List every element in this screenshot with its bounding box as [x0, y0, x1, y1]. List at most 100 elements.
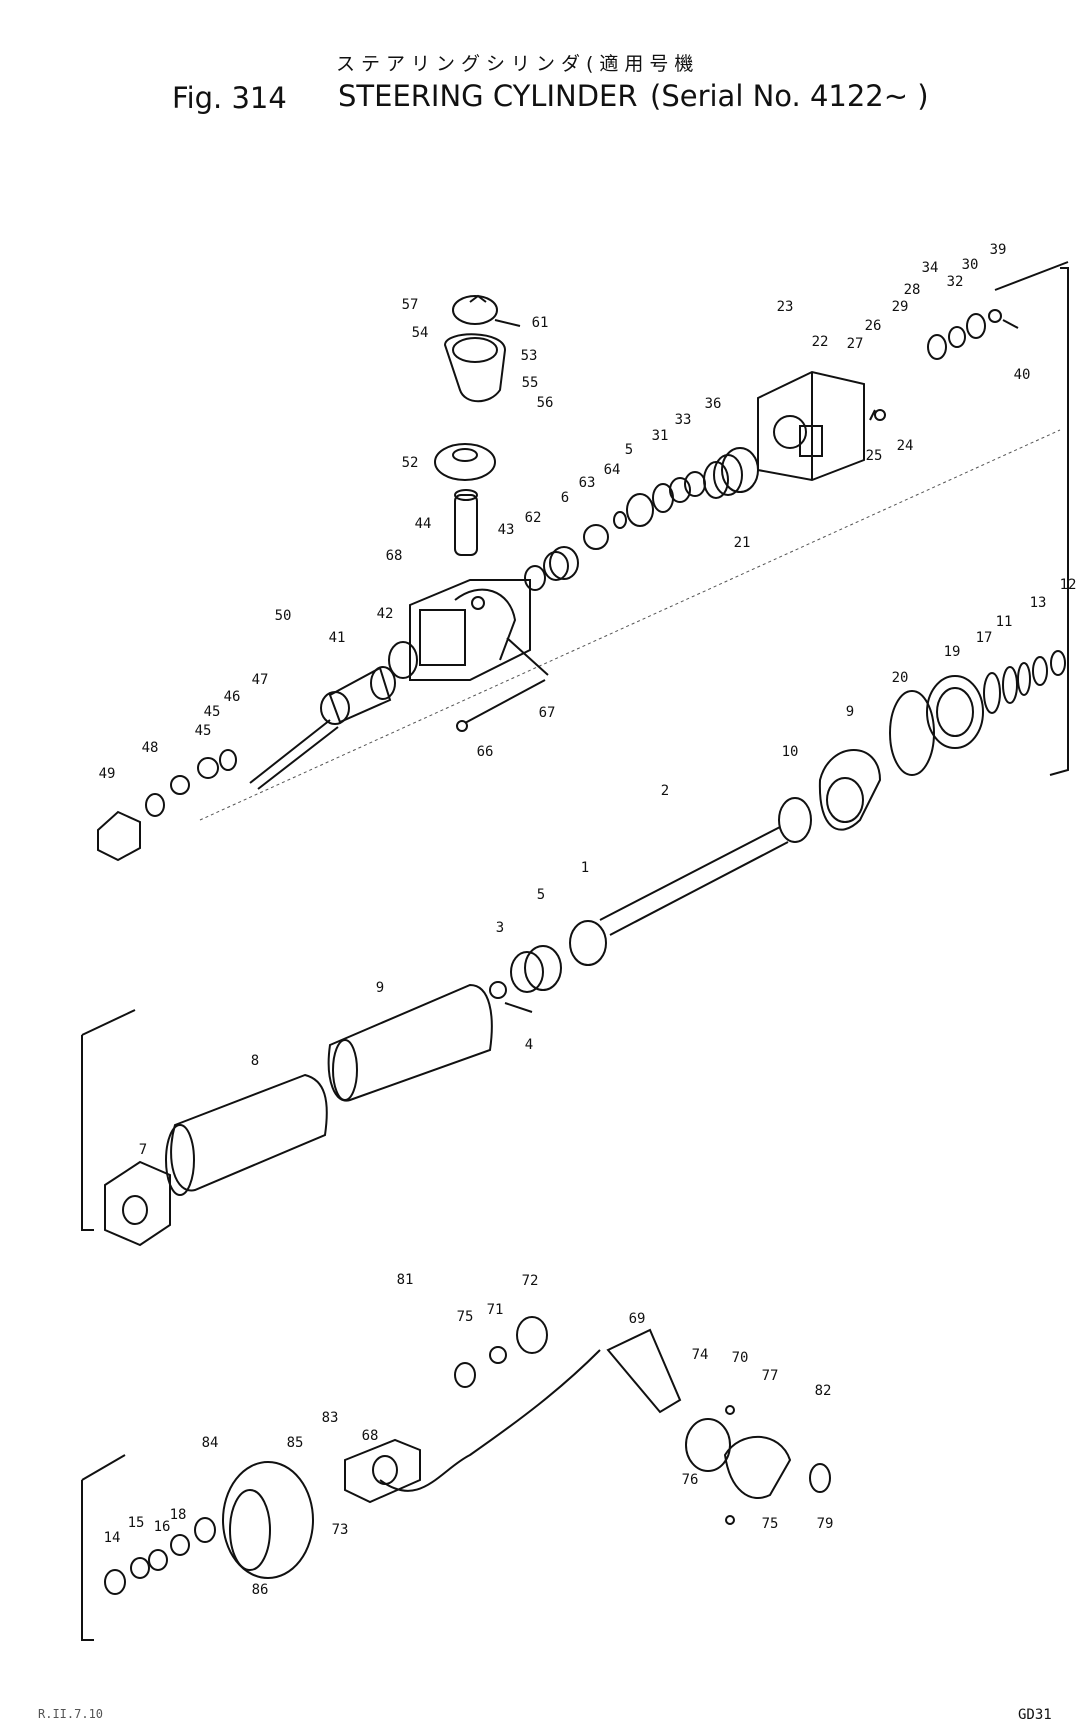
- part-70b: [454, 1362, 476, 1388]
- part-number-label: 47: [251, 672, 269, 688]
- part-48: [145, 793, 165, 817]
- part-7: [104, 1160, 171, 1247]
- part-number-label: 66: [476, 744, 494, 760]
- part-number-label: 74: [691, 1347, 709, 1363]
- japanese-title: ステアリングシリンダ(適用号機: [336, 53, 700, 75]
- part-63: [583, 524, 609, 550]
- part-number-label: 57: [401, 297, 419, 313]
- part-41: [328, 666, 392, 724]
- part-number-label: 6: [560, 490, 570, 506]
- part-number-label: 30: [961, 257, 979, 273]
- part-68-body: [344, 1438, 421, 1504]
- part-71: [489, 1346, 507, 1364]
- part-number-label: 20: [891, 670, 909, 686]
- part-number-label: 86: [251, 1582, 269, 1598]
- part-number-label: 81: [396, 1272, 414, 1288]
- part-number-label: 18: [169, 1507, 187, 1523]
- part-number-label: 26: [864, 318, 882, 334]
- part-34: [927, 334, 947, 360]
- part-42: [388, 641, 418, 679]
- part-4: [504, 1002, 533, 1013]
- diagram-title: STEERING CYLINDER: [338, 79, 638, 113]
- part-number-label: 17: [975, 630, 993, 646]
- part-number-label: 77: [761, 1368, 779, 1384]
- part-45: [197, 757, 219, 779]
- part-number-label: 49: [98, 766, 116, 782]
- part-number-label: 67: [538, 705, 556, 721]
- part-number-label: 50: [274, 608, 292, 624]
- part-18: [170, 1534, 190, 1556]
- part-36: [684, 471, 706, 497]
- part-number-label: 43: [497, 522, 515, 538]
- part-67: [506, 637, 549, 676]
- part-number-label: 2: [660, 783, 670, 799]
- part-79: [809, 1463, 831, 1493]
- part-13: [1032, 656, 1048, 686]
- part-75: [723, 1435, 792, 1500]
- part-number-label: 22: [811, 334, 829, 350]
- part-number-label: 52: [401, 455, 419, 471]
- part-number-label: 44: [414, 516, 432, 532]
- part-number-label: 1: [580, 860, 590, 876]
- part-number-label: 54: [411, 325, 429, 341]
- part-19: [926, 675, 984, 749]
- part-5b: [524, 945, 562, 991]
- part-number-label: 75: [761, 1516, 779, 1532]
- part-6-spring: [549, 546, 579, 580]
- part-44: [454, 494, 478, 556]
- part-number-label: 69: [628, 1311, 646, 1327]
- part-53: [443, 333, 507, 403]
- part-43-housing: [409, 579, 531, 681]
- upper-axis: [199, 429, 1061, 821]
- part-number-label: 45: [203, 704, 221, 720]
- part-number-label: 4: [524, 1037, 534, 1053]
- part-52: [434, 443, 496, 481]
- part-number-label: 53: [520, 348, 538, 364]
- part-39: [988, 309, 1002, 323]
- part-number-label: 5: [536, 887, 546, 903]
- part-number-label: 56: [536, 395, 554, 411]
- part-84: [194, 1517, 216, 1543]
- frame-low-left: [81, 1454, 126, 1641]
- part-number-label: 75: [456, 1309, 474, 1325]
- part-number-label: 28: [903, 282, 921, 298]
- part-number-label: 55: [521, 375, 539, 391]
- part-number-label: 24: [896, 438, 914, 454]
- part-number-label: 40: [1013, 367, 1031, 383]
- part-33: [669, 477, 691, 503]
- part-number-label: 33: [674, 412, 692, 428]
- part-45b: [170, 775, 190, 795]
- part-number-label: 16: [153, 1519, 171, 1535]
- part-number-label: 79: [816, 1516, 834, 1532]
- frame-upper-diagonal: [994, 261, 1069, 291]
- part-20: [889, 690, 935, 776]
- part-21: [721, 447, 759, 493]
- part-57: [452, 295, 498, 325]
- serial-range: (Serial No. 4122∼ ): [650, 79, 929, 113]
- part-number-label: 12: [1059, 577, 1077, 593]
- part-number-label: 48: [141, 740, 159, 756]
- part-31: [652, 483, 674, 513]
- part-46: [219, 749, 237, 771]
- part-number-label: 84: [201, 1435, 219, 1451]
- part-number-label: 9: [375, 980, 385, 996]
- part-14: [104, 1569, 126, 1595]
- part-64: [613, 511, 627, 529]
- part-number-label: 85: [286, 1435, 304, 1451]
- part-number-label: 63: [578, 475, 596, 491]
- frame-mid-left: [81, 1009, 136, 1231]
- drawing-code: R.II.7.10: [38, 1707, 104, 1721]
- part-74: [685, 1418, 731, 1472]
- figure-number: Fig. 314: [172, 81, 287, 115]
- part-47-rod: [249, 719, 331, 784]
- part-85: [222, 1461, 314, 1579]
- part-number-label: 61: [531, 315, 549, 331]
- part-32: [948, 326, 966, 348]
- part-9: [818, 749, 882, 831]
- part-1: [569, 920, 607, 966]
- part-number-label: 68: [385, 548, 403, 564]
- part-62: [524, 565, 546, 591]
- part-2-rod: [599, 826, 781, 921]
- part-number-label: 68: [361, 1428, 379, 1444]
- part-number-label: 15: [127, 1515, 145, 1531]
